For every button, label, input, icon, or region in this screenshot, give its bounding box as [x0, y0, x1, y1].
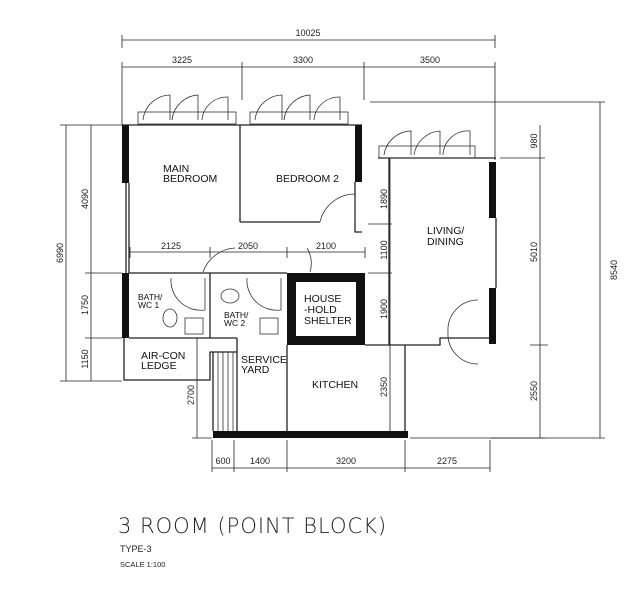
dim-bottom: 2275 [437, 456, 457, 466]
room-living-2: DINING [427, 236, 464, 248]
room-kitchen: KITCHEN [312, 379, 358, 391]
room-bedroom-2: BEDROOM 2 [276, 173, 339, 185]
dim-interior: 1890 [379, 189, 389, 209]
walls [122, 124, 497, 438]
room-main-bedroom-2: BEDROOM [163, 173, 217, 185]
windows [137, 94, 476, 159]
room-service-yard: SERVICE [241, 354, 287, 366]
room-living: LIVING/ [427, 225, 464, 237]
dim-bottom: 3200 [336, 456, 356, 466]
room-aircon: AIR-CON [141, 350, 185, 362]
dim-top: 3300 [293, 55, 313, 65]
plan-scale: SCALE 1:100 [120, 560, 165, 569]
dim-right: 5010 [529, 242, 539, 262]
plan-title: 3 ROOM (POINT BLOCK) [118, 514, 387, 538]
dim-top-total: 10025 [295, 28, 320, 38]
dim-left: 1750 [80, 295, 90, 315]
dim-middle: 2125 [161, 241, 181, 251]
room-shelter-3: SHELTER [304, 315, 352, 327]
room-bath2: BATH/ [224, 310, 249, 320]
room-main-bedroom: MAIN [163, 163, 189, 175]
dim-interior: 1100 [379, 240, 389, 259]
dim-left-total: 6990 [55, 243, 65, 263]
dim-right-total: 8540 [609, 260, 619, 280]
dim-middle: 2050 [238, 241, 258, 251]
dim-yard: 2700 [186, 385, 196, 405]
dimension-labels: 10025 3225 3300 3500 2125 2050 2100 600 … [55, 28, 619, 466]
dim-left: 4090 [80, 189, 90, 209]
dim-right: 2550 [529, 381, 539, 401]
doors [162, 193, 479, 365]
room-shelter: HOUSE [304, 293, 341, 305]
room-bath2-2: WC 2 [224, 318, 246, 328]
room-service-yard-2: YARD [241, 364, 270, 376]
plan-type: TYPE-3 [120, 544, 152, 554]
dim-left: 1150 [80, 349, 90, 368]
room-labels: MAIN BEDROOM BEDROOM 2 LIVING/ DINING BA… [138, 163, 464, 391]
room-bath1-2: WC 1 [138, 300, 160, 310]
dim-top: 3500 [420, 55, 440, 65]
dim-right: 980 [529, 133, 539, 148]
dim-interior: 2350 [379, 377, 389, 397]
room-shelter-2: -HOLD [304, 304, 337, 316]
dimension-lines [60, 35, 605, 472]
room-bath1: BATH/ [138, 292, 163, 302]
dim-bottom: 600 [215, 456, 230, 466]
dim-middle: 2100 [316, 241, 336, 251]
dim-bottom: 1400 [250, 456, 270, 466]
dim-interior: 1900 [379, 299, 389, 319]
dim-top: 3225 [172, 55, 192, 65]
room-aircon-2: LEDGE [141, 360, 177, 372]
